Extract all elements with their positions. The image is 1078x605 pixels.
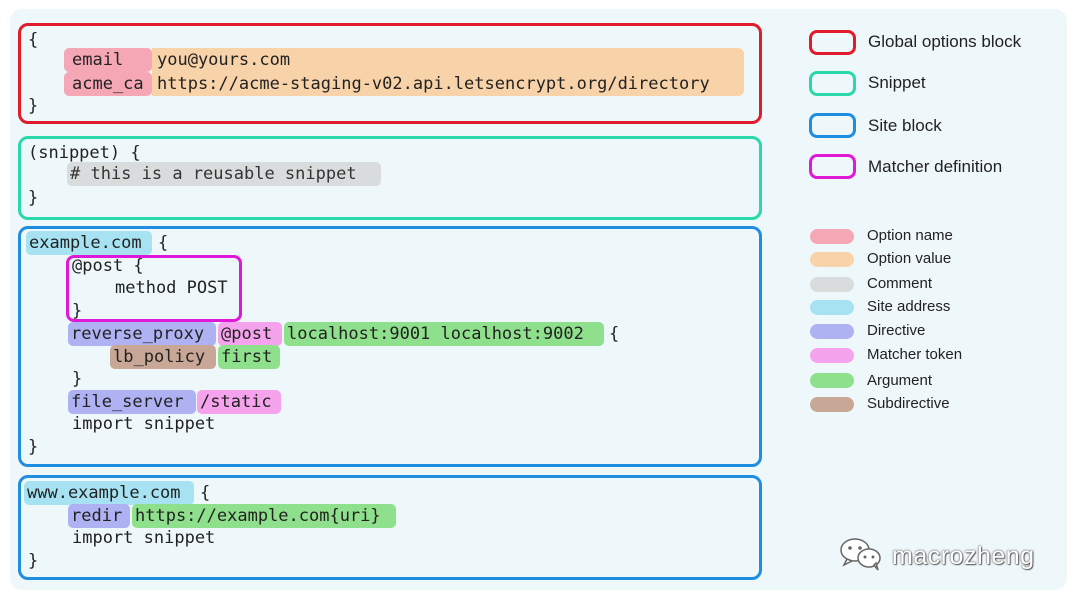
- option-value-acme-ca: https://acme-staging-v02.api.letsencrypt…: [152, 72, 744, 96]
- global-close-brace: }: [28, 96, 39, 116]
- legend-label-site-address: Site address: [867, 298, 951, 315]
- option-value-email: you@yours.com: [152, 48, 744, 72]
- watermark-text: macrozheng: [892, 541, 1035, 570]
- swatch-comment: [810, 277, 854, 292]
- swatch-argument: [810, 373, 854, 388]
- www-open-brace: {: [200, 483, 211, 503]
- option-name-acme-ca: acme_ca: [64, 72, 152, 96]
- legend-box-global-options: [809, 30, 856, 55]
- option-name-acme-ca-text: acme_ca: [72, 74, 144, 94]
- legend-label-option-name: Option name: [867, 227, 953, 244]
- option-name-email: email: [64, 48, 152, 72]
- snippet-close-brace: }: [28, 188, 39, 208]
- legend-label-argument: Argument: [867, 372, 933, 389]
- matcher-body-line: method POST: [115, 278, 228, 298]
- site-address-www-example-com: www.example.com: [24, 481, 194, 505]
- matcher-token-post: @post: [218, 322, 282, 346]
- legend-label-directive: Directive: [867, 322, 926, 339]
- swatch-option-name: [810, 229, 854, 244]
- matcher-close-brace: }: [72, 301, 83, 321]
- snippet-open-line: (snippet) {: [28, 143, 141, 163]
- option-name-email-text: email: [72, 50, 124, 70]
- global-options-block: [18, 23, 762, 124]
- legend-box-matcher-definition: [809, 154, 856, 179]
- matcher-open-line: @post {: [72, 256, 144, 276]
- argument-redirect-url: https://example.com{uri}: [132, 504, 396, 528]
- legend-label-subdirective: Subdirective: [867, 395, 950, 412]
- swatch-subdirective: [810, 397, 854, 412]
- site-block-www-example-com: [18, 475, 762, 580]
- option-value-acme-ca-text: https://acme-staging-v02.api.letsencrypt…: [157, 74, 710, 94]
- legend-label-comment: Comment: [867, 275, 933, 292]
- legend-label-matcher-token: Matcher token: [867, 346, 963, 363]
- site-import-snippet: import snippet: [72, 414, 216, 434]
- swatch-directive: [810, 324, 854, 339]
- argument-localhost-list: localhost:9001 localhost:9002: [284, 322, 604, 346]
- directive-redir: redir: [68, 504, 130, 528]
- legend-box-site-block: [809, 113, 856, 138]
- matcher-definition-box: [66, 255, 242, 322]
- legend-label-option-value: Option value: [867, 250, 952, 267]
- legend-label-snippet: Snippet: [868, 73, 926, 92]
- legend-label-site-block: Site block: [868, 116, 942, 135]
- subdirective-lb-policy: lb_policy: [110, 345, 216, 369]
- www-close-brace: }: [28, 551, 39, 571]
- swatch-matcher-token: [810, 348, 854, 363]
- proxy-close-brace: }: [72, 369, 83, 389]
- option-value-email-text: you@yours.com: [157, 50, 291, 70]
- legend-box-snippet: [809, 71, 856, 96]
- argument-first: first: [218, 345, 280, 369]
- proxy-open-brace: {: [609, 324, 620, 344]
- site-close-brace: }: [28, 437, 39, 457]
- matcher-token-static: /static: [197, 390, 281, 414]
- legend-label-global-options: Global options block: [868, 32, 1022, 51]
- swatch-option-value: [810, 252, 854, 267]
- site-open-brace: {: [158, 233, 169, 253]
- wechat-icon: [838, 536, 884, 576]
- snippet-block: [18, 136, 762, 220]
- directive-reverse-proxy: reverse_proxy: [68, 322, 216, 346]
- swatch-site-address: [810, 300, 854, 315]
- watermark: macrozheng: [838, 538, 1035, 574]
- global-open-brace: {: [28, 30, 39, 50]
- www-import-snippet: import snippet: [72, 528, 216, 548]
- site-block-example-com: [18, 226, 762, 467]
- legend-label-matcher-definition: Matcher definition: [868, 157, 1003, 176]
- directive-file-server: file_server: [68, 390, 196, 414]
- site-address-example-com: example.com: [26, 231, 152, 255]
- snippet-comment: # this is a reusable snippet: [67, 162, 381, 186]
